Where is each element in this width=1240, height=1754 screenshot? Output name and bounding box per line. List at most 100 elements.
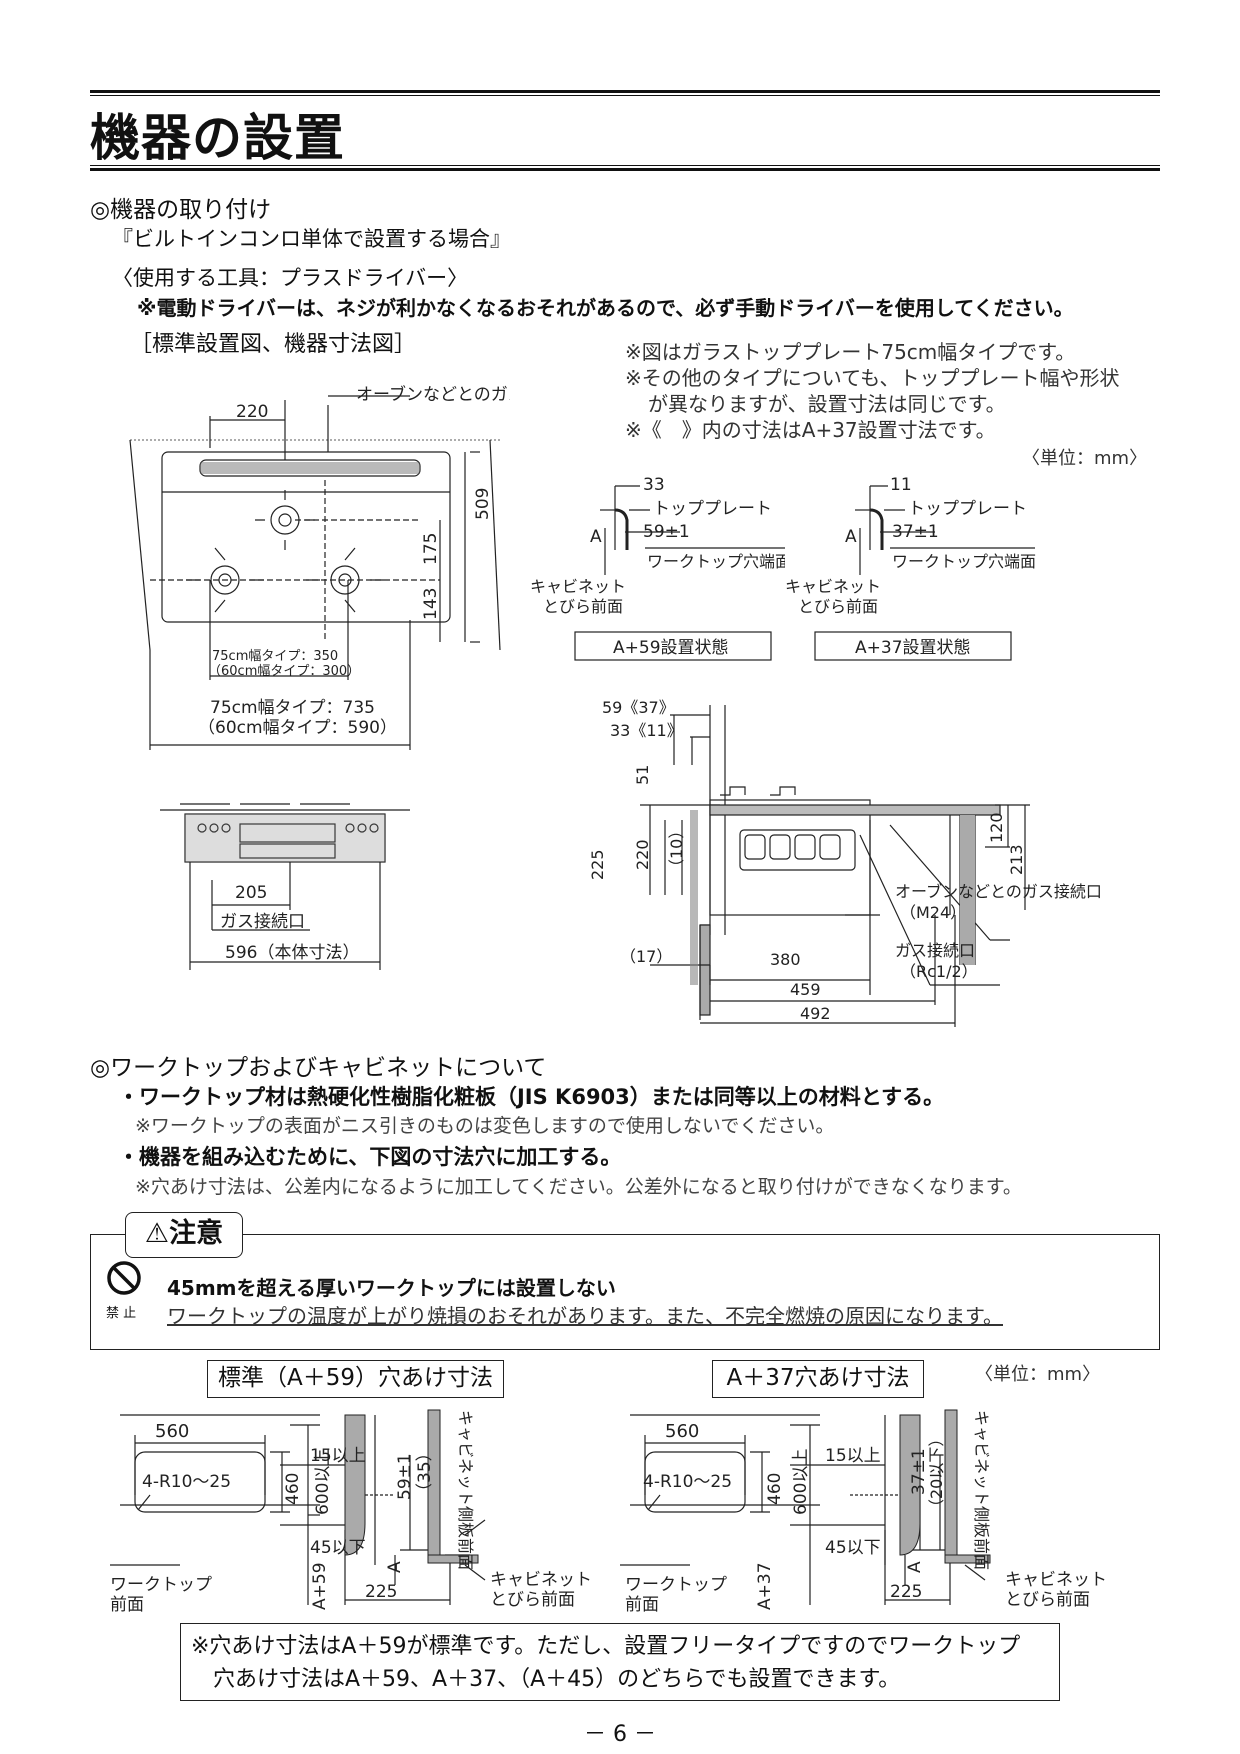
outer-60: （60cm幅タイプ：590） (198, 718, 397, 738)
a59-top-plate: トッププレート (653, 499, 772, 519)
side-note-1: ※図はガラストッププレート75cm幅タイプです。 (625, 340, 1076, 364)
side-dim-17: （17） (620, 947, 672, 966)
inner-75: 75cm幅タイプ：350 (212, 649, 338, 664)
side-section-diagram: 59《37》 33《11》 51 225 220 （10） 120 213 オー… (590, 698, 1102, 1027)
std-w560: 560 (155, 1421, 189, 1442)
cutout-unit: 〈単位：mm〉 (975, 1364, 1101, 1385)
std-radius: 4-R10〜25 (142, 1472, 231, 1492)
side-dim-10: （10） (667, 823, 686, 875)
std-letter: A (385, 1561, 405, 1573)
a37-hole-edge: ワークトップ穴端面 (892, 552, 1036, 571)
caution-tag: ⚠注意 (125, 1212, 243, 1258)
side-note-4: ※《 》内の寸法はA+37設置寸法です。 (625, 418, 996, 442)
side-dim-59: 59《37》 (602, 698, 675, 717)
gas-connection-label: オーブンなどとのガス接続口 (356, 384, 510, 405)
a37-d600: 600以上 (791, 1449, 811, 1515)
a37-front1: ワークトップ (625, 1575, 727, 1595)
a37-a37: A+37 (755, 1562, 775, 1610)
gas-connection-side: ガス接続口 (895, 941, 975, 960)
a37-d45: 45以下 (825, 1538, 881, 1558)
outer-75: 75cm幅タイプ：735 (210, 698, 375, 718)
header-rule-top-thin (90, 95, 1160, 96)
a37-radius: 4-R10〜25 (643, 1472, 732, 1492)
a59-state-label: A+59設置状態 (613, 638, 729, 658)
footer-note-line2: 穴あけ寸法はA＋59、A＋37、（A＋45）のどちらでも設置できます。 (213, 1667, 901, 1692)
side-note-3: が異なりますが、設置寸法は同じです。 (648, 392, 1006, 416)
std-front1: ワークトップ (110, 1575, 212, 1595)
section-heading-worktop: ◎ワークトップおよびキャビネットについて (90, 1055, 547, 1081)
caution-detail: ワークトップの温度が上がり焼損のおそれがあります。また、不完全燃焼の原因になりま… (167, 1304, 1003, 1328)
caution-headline: 45mmを超える厚いワークトップには設置しない (167, 1276, 616, 1300)
cutout-37-diagram: 560 4-R10〜25 460 600以上 ワークトップ 前面 A+37 15… (620, 1409, 1107, 1615)
page-title: 機器の設置 (90, 109, 345, 167)
dim-143: 143 (421, 588, 441, 620)
std-d45: 45以下 (310, 1538, 366, 1558)
a37-cab-door1: キャビネット (1005, 1570, 1107, 1590)
cutout-std-title: 標準（A＋59）穴あけ寸法 (207, 1360, 504, 1398)
worktop-material: ・ワークトップ材は熱硬化性樹脂化粧板（JIS K6903）または同等以上の材料と… (118, 1085, 945, 1109)
oven-gas-label: オーブンなどとのガス接続口 (895, 882, 1102, 901)
a37-tolerance: 37±1 (892, 522, 939, 542)
side-dim-380: 380 (770, 950, 801, 969)
section-heading-installation: ◎機器の取り付け (90, 197, 272, 223)
header-rule-top (90, 90, 1160, 93)
side-dim-120: 120 (987, 812, 1006, 843)
tools-heading: 〈使用する工具：プラスドライバー〉 (112, 266, 469, 290)
side-dim-225: 225 (590, 849, 607, 880)
std-a59: A+59 (310, 1562, 330, 1610)
prohibited-icon (107, 1261, 141, 1295)
tools-note: ※電動ドライバーは、ネジが利かなくなるおそれがあるので、必ず手動ドライバーを使用… (137, 296, 1074, 320)
side-dim-213: 213 (1007, 844, 1026, 875)
cutout-std-diagram: 560 4-R10〜25 460 600以上 ワークトップ 前面 A+59 15… (110, 1409, 592, 1615)
std-d225: 225 (365, 1582, 397, 1602)
gas-port-label: ガス接続口 (220, 912, 305, 932)
a37-tol: 37±1 (909, 1448, 929, 1495)
std-cab-door2: とびら前面 (490, 1590, 575, 1610)
detail-a37-diagram: 11 トッププレート A 37±1 ワークトップ穴端面 キャビネット とびら前面… (785, 475, 1036, 661)
a59-cabinet: キャビネット (530, 577, 626, 596)
a37-state-label: A+37設置状態 (855, 638, 971, 658)
side-note-2: ※その他のタイプについても、トッププレート幅や形状 (625, 366, 1120, 390)
cutout-note: ※穴あけ寸法は、公差内になるように加工してください。公差外になると取り付けができ… (135, 1176, 1022, 1198)
front-view-diagram: 205 ガス接続口 596（本体寸法） (160, 803, 410, 970)
dim-509: 509 (473, 488, 493, 520)
cutout-instruction: ・機器を組み込むために、下図の寸法穴に加工する。 (118, 1145, 622, 1169)
a37-d20: （20以下） (927, 1431, 946, 1515)
a37-d460: 460 (765, 1473, 785, 1505)
a37-d15: 15以上 (825, 1446, 881, 1466)
side-dim-220: 220 (633, 839, 652, 870)
a37-d225: 225 (890, 1582, 922, 1602)
dim-175: 175 (421, 533, 441, 565)
a37-dim-top: 11 (890, 475, 912, 495)
a37-w560: 560 (665, 1421, 699, 1442)
diagram-title: ［標準設置図、機器寸法図］ (130, 332, 417, 357)
side-dim-51: 51 (633, 765, 652, 785)
std-d600: 600以上 (313, 1449, 333, 1515)
prohibit-label: 禁 止 (106, 1306, 137, 1321)
detail-a59-diagram: 33 トッププレート A 59±1 ワークトップ穴端面 キャビネット とびら前面… (530, 475, 785, 661)
std-front2: 前面 (110, 1595, 144, 1615)
page-number: － 6 － (584, 1722, 656, 1747)
a37-letter: A (905, 1561, 925, 1573)
subheading-builtin: 『ビルトインコンロ単体で設置する場合』 (112, 227, 511, 251)
a59-tolerance: 59±1 (643, 522, 690, 542)
side-dim-492: 492 (800, 1004, 831, 1023)
dim-220: 220 (236, 402, 268, 422)
std-d15: 15以上 (310, 1446, 366, 1466)
a37-door: とびら前面 (798, 597, 878, 616)
std-tol: 59±1 (395, 1453, 415, 1500)
header-rule-bottom (90, 168, 1160, 171)
a37-top-plate: トッププレート (908, 499, 1027, 519)
a59-door: とびら前面 (543, 597, 623, 616)
unit-label: 〈単位：mm〉 (1022, 448, 1148, 469)
top-view-diagram: 220 オーブンなどとのガス接続口 509 175 143 75cm幅タイプ：3… (129, 384, 510, 750)
inner-60: （60cm幅タイプ：300） (208, 664, 360, 679)
std-cab-side: キャビネット側板前面 (456, 1410, 475, 1570)
worktop-material-note: ※ワークトップの表面がニス引きのものは変色しますので使用しないでください。 (135, 1115, 835, 1137)
a37-letter: A (845, 527, 857, 547)
side-dim-459: 459 (790, 980, 821, 999)
std-d460: 460 (283, 1473, 303, 1505)
a37-front2: 前面 (625, 1595, 659, 1615)
a59-dim-top: 33 (643, 475, 665, 495)
dim-205: 205 (235, 883, 267, 903)
